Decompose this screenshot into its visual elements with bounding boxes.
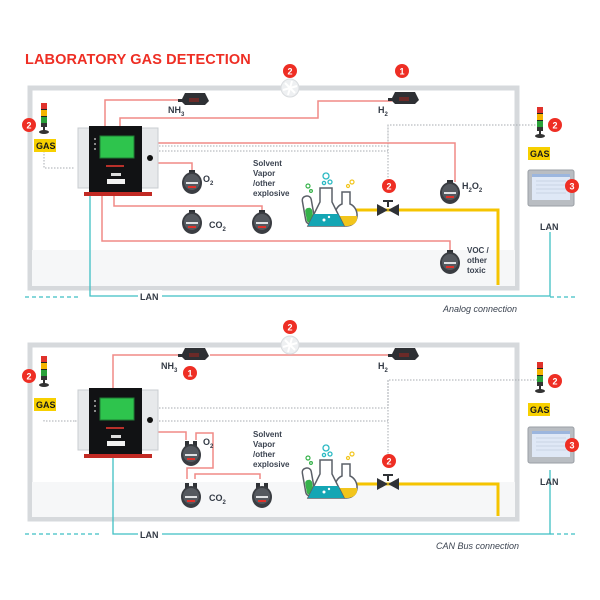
badge-valve: 2 <box>382 179 396 193</box>
voc-label: VOC / other toxic <box>467 246 491 275</box>
gas-supply-pipe <box>355 482 500 516</box>
o2-label: O2 <box>203 437 214 450</box>
gas-sign-right-text: GAS <box>530 149 550 159</box>
co2-label: CO2 <box>209 220 227 233</box>
svg-text:2: 2 <box>387 182 392 192</box>
gas-controller-unit[interactable] <box>77 387 159 459</box>
nh3-label: NH3 <box>168 105 185 118</box>
lan-network <box>25 449 575 540</box>
panel-lan-label: LAN <box>540 477 559 487</box>
svg-text:2: 2 <box>288 323 293 333</box>
o2-label: O2 <box>203 174 214 187</box>
gas-sign-left <box>34 398 56 411</box>
svg-text:2: 2 <box>288 67 293 77</box>
svg-text:3: 3 <box>570 441 575 451</box>
svg-text:2: 2 <box>27 372 32 382</box>
canbus-diagram: LAN NH3 H2 O2 CO2 Solvent Vapor /other e… <box>22 320 579 551</box>
svg-text:1: 1 <box>188 369 193 379</box>
solvent-label: Solvent Vapor /other explosive <box>253 430 290 469</box>
co2-label: CO2 <box>209 493 227 506</box>
gas-controller-unit[interactable] <box>77 125 159 197</box>
panel-lan-label: LAN <box>540 222 559 232</box>
relay-signal-lines <box>43 124 540 178</box>
exhaust-fan-icon <box>280 335 300 355</box>
canbus-caption: CAN Bus connection <box>436 541 519 551</box>
badge-beacon-left: 2 <box>22 369 36 383</box>
gas-sign-right-text: GAS <box>530 405 550 415</box>
h2-label: H2 <box>378 361 389 374</box>
relay-signal-lines <box>43 379 540 455</box>
h2o2-label: H2O2 <box>462 181 483 194</box>
canbus-wires <box>112 354 392 479</box>
sensor-wires <box>101 99 456 250</box>
lan-network <box>25 192 575 302</box>
gas-sign-left-text: GAS <box>36 141 56 151</box>
badge-beacon-left: 2 <box>22 118 36 132</box>
analog-caption: Analog connection <box>442 304 517 314</box>
analog-diagram: LAN NH3 H2 O2 CO2 H2O2 VOC / other toxic… <box>22 64 579 314</box>
gas-sign-right <box>528 403 550 416</box>
svg-text:2: 2 <box>387 457 392 467</box>
svg-text:2: 2 <box>553 121 558 131</box>
badge-panel: 3 <box>565 438 579 452</box>
nh3-label: NH3 <box>161 361 178 374</box>
badge-panel: 3 <box>565 179 579 193</box>
alarm-beacon-right-icon <box>535 107 545 138</box>
svg-text:1: 1 <box>400 67 405 77</box>
badge-valve: 2 <box>382 454 396 468</box>
page-title: LABORATORY GAS DETECTION <box>25 52 251 68</box>
gas-sign-left <box>34 139 56 152</box>
badge-beacon-right: 2 <box>548 118 562 132</box>
badge-fan: 2 <box>283 64 297 78</box>
exhaust-fan-icon <box>280 78 300 98</box>
lan-label: LAN <box>140 530 159 540</box>
badge-h2: 1 <box>395 64 409 78</box>
gas-sign-right <box>528 147 550 160</box>
h2-label: H2 <box>378 105 389 118</box>
alarm-beacon-right-icon <box>535 362 545 393</box>
badge-nh3: 1 <box>183 366 197 380</box>
svg-text:3: 3 <box>570 182 575 192</box>
badge-fan: 2 <box>283 320 297 334</box>
gas-supply-pipe <box>355 208 500 285</box>
lan-label: LAN <box>140 292 159 302</box>
svg-text:2: 2 <box>553 377 558 387</box>
badge-beacon-right: 2 <box>548 374 562 388</box>
gas-sign-left-text: GAS <box>36 400 56 410</box>
solvent-label: Solvent Vapor /other explosive <box>253 159 290 198</box>
svg-text:2: 2 <box>27 121 32 131</box>
